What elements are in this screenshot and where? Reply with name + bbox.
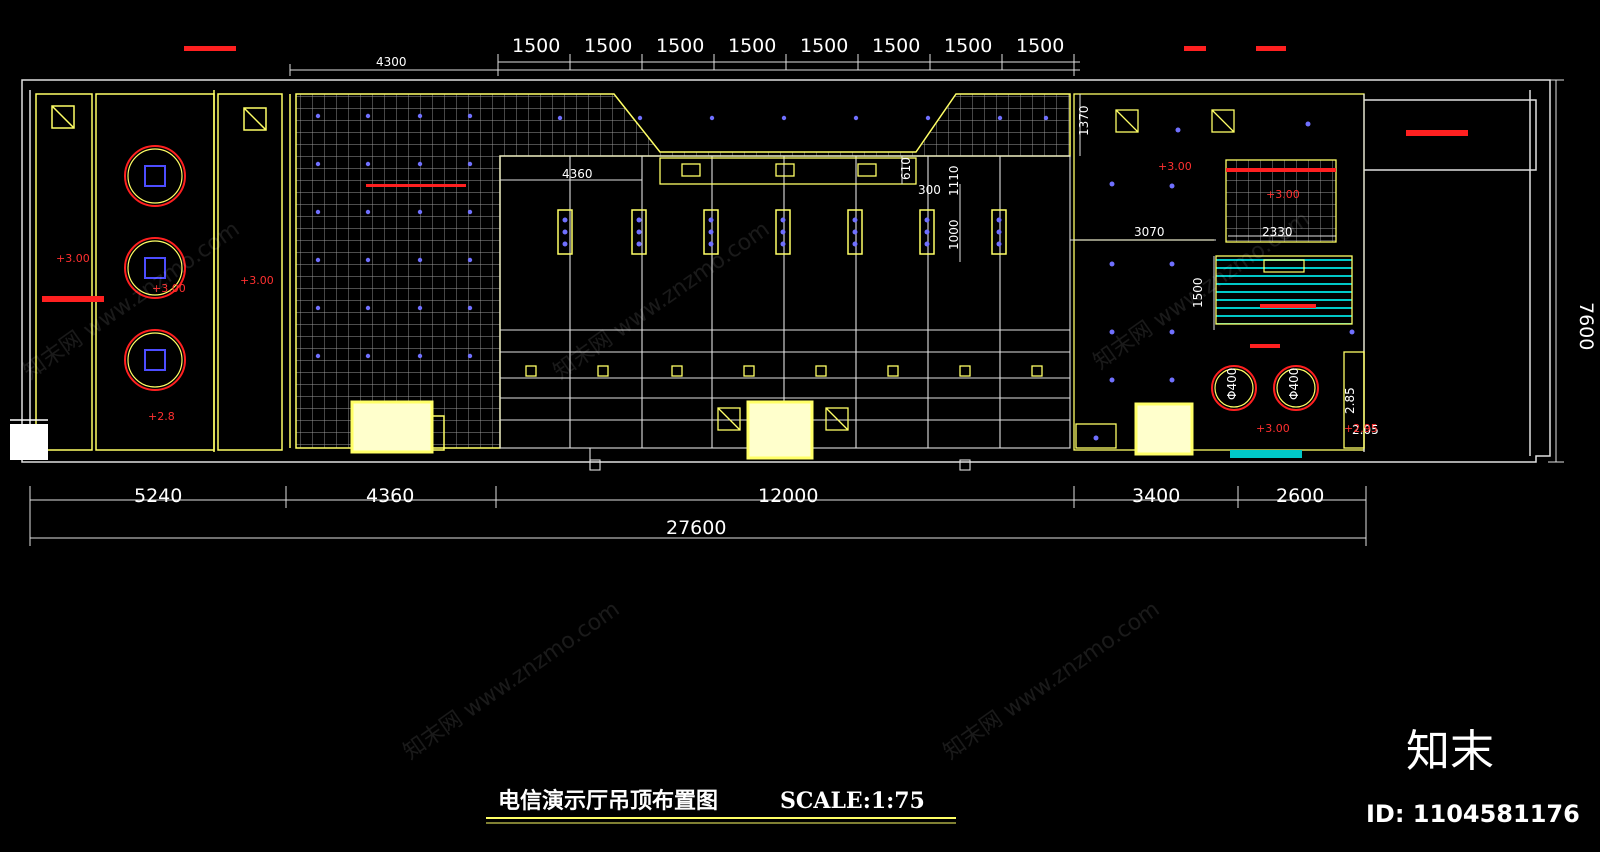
- dim-top-2: 1500: [584, 35, 632, 57]
- central-hall: [499, 155, 1071, 471]
- red-marks-left: [42, 46, 236, 302]
- dim-top-4: 1500: [728, 35, 776, 57]
- grid-light-dot: [417, 209, 423, 215]
- dim-top-1: 1500: [512, 35, 560, 57]
- dim-top-3: 1500: [656, 35, 704, 57]
- grid-light-dot: [315, 353, 321, 359]
- right-service-room: [1215, 255, 1353, 458]
- grid-ceiling-zone: [289, 93, 1071, 454]
- grid-light-dot: [467, 257, 473, 263]
- dim-bottom-3: 12000: [758, 485, 818, 507]
- watermark-text-5: 知末网 www.znzmo.com: [939, 597, 1164, 765]
- dim-610: 610: [899, 157, 913, 180]
- grid-light-dot: [467, 113, 473, 119]
- right-grid-ceiling: [1225, 159, 1337, 243]
- grid-light-dot: [417, 161, 423, 167]
- grid-light-dot: [467, 209, 473, 215]
- grid-light-dot: [365, 305, 371, 311]
- level-mark-4: +3.00: [1158, 160, 1192, 173]
- right-red-marks: [1184, 46, 1468, 348]
- hall-top-band: [659, 157, 917, 185]
- hall-entrance: [717, 400, 849, 460]
- level-mark-7: +3.00: [1256, 422, 1290, 435]
- level-mark-8: +2.95: [1344, 422, 1378, 435]
- grid-light-dot: [781, 115, 787, 121]
- right-round-lights: [1211, 365, 1319, 411]
- watermark-text-2: 知末网 www.znzmo.com: [549, 217, 774, 385]
- left-zone: [10, 90, 283, 460]
- spot-light-dots: [562, 217, 1002, 247]
- grid-light-dot: [467, 161, 473, 167]
- grid-light-dot: [365, 161, 371, 167]
- level-mark-3: +3.00: [152, 282, 186, 295]
- grid-light-dot: [417, 305, 423, 311]
- grid-light-dot: [417, 113, 423, 119]
- grid-light-dot: [315, 161, 321, 167]
- grid-light-dot: [925, 115, 931, 121]
- dim-top-8: 1500: [1016, 35, 1064, 57]
- grid-light-dot: [709, 115, 715, 121]
- drawing-title: 电信演示厅吊顶布置图: [498, 788, 718, 814]
- dim-bottom-2: 4360: [366, 485, 414, 507]
- grid-light-dot: [853, 115, 859, 121]
- watermark-text-4: 知末网 www.znzmo.com: [399, 597, 624, 765]
- dim-2330: 2330: [1262, 225, 1293, 239]
- dim-205: 2.05: [1352, 423, 1379, 437]
- dim-1500-right: 1500: [1191, 277, 1205, 308]
- grid-light-dot: [997, 115, 1003, 121]
- dim-round-a: Φ400: [1225, 368, 1239, 400]
- grid-light-dot: [557, 115, 563, 121]
- grid-light-dot: [467, 353, 473, 359]
- dim-4360-inner: 4360: [562, 167, 593, 181]
- dim-1000: 1000: [947, 219, 961, 250]
- level-mark-2: +3.00: [240, 274, 274, 287]
- title-block: 电信演示厅吊顶布置图 SCALE:1:75: [486, 788, 956, 824]
- dim-top-5: 1500: [800, 35, 848, 57]
- circular-lights: [124, 145, 186, 391]
- grid-light-dot: [315, 305, 321, 311]
- level-mark-5: +3.00: [1266, 188, 1300, 201]
- dim-1370: 1370: [1077, 105, 1091, 136]
- far-right-room: [1343, 94, 1365, 452]
- dim-top-left: 4300: [376, 55, 407, 69]
- grid-light-dot: [365, 353, 371, 359]
- right-lights: [1093, 121, 1355, 441]
- downlights: [525, 365, 1043, 377]
- grid-light-dot: [315, 113, 321, 119]
- dim-round-b: Φ400: [1287, 368, 1301, 400]
- grid-light-dot: [467, 305, 473, 311]
- brand-logo-text: 知末: [1406, 726, 1494, 777]
- dim-right: 7600: [1575, 302, 1597, 350]
- grid-light-dot: [365, 257, 371, 263]
- level-mark-6: +2.8: [148, 410, 175, 423]
- grid-light-dot: [417, 353, 423, 359]
- grid-light-dot: [417, 257, 423, 263]
- dim-285: 2.85: [1343, 387, 1357, 414]
- grid-light-dot: [1043, 115, 1049, 121]
- dim-bottom-4: 3400: [1132, 485, 1180, 507]
- spot-light-strips: [557, 209, 1007, 255]
- grid-light-dot: [315, 257, 321, 263]
- level-marks: +3.00 +3.00 +3.00 +3.00 +3.00 +2.8 +3.00…: [56, 160, 1378, 435]
- grid-light-dot: [315, 209, 321, 215]
- dim-top-7: 1500: [944, 35, 992, 57]
- level-mark-1: +3.00: [56, 252, 90, 265]
- dimension-lines: [29, 54, 1564, 546]
- grid-lights: [315, 113, 1049, 359]
- dim-bottom-5: 2600: [1276, 485, 1324, 507]
- dim-total: 27600: [666, 517, 726, 539]
- grid-light-dot: [365, 113, 371, 119]
- drawing-scale: SCALE:1:75: [780, 788, 925, 814]
- grid-light-dot: [637, 115, 643, 121]
- dimension-texts: 4300 1500 1500 1500 1500 1500 1500 1500 …: [134, 35, 1597, 539]
- dim-top-6: 1500: [872, 35, 920, 57]
- dim-bottom-1: 5240: [134, 485, 182, 507]
- image-id-label: ID: 1104581176: [1366, 800, 1580, 828]
- grid-light-dot: [365, 209, 371, 215]
- dim-3070: 3070: [1134, 225, 1165, 239]
- dim-1110: 1110: [947, 165, 961, 196]
- brand-logo: 知末 ID: 1104581176: [1366, 726, 1580, 828]
- dim-300: 300: [918, 183, 941, 197]
